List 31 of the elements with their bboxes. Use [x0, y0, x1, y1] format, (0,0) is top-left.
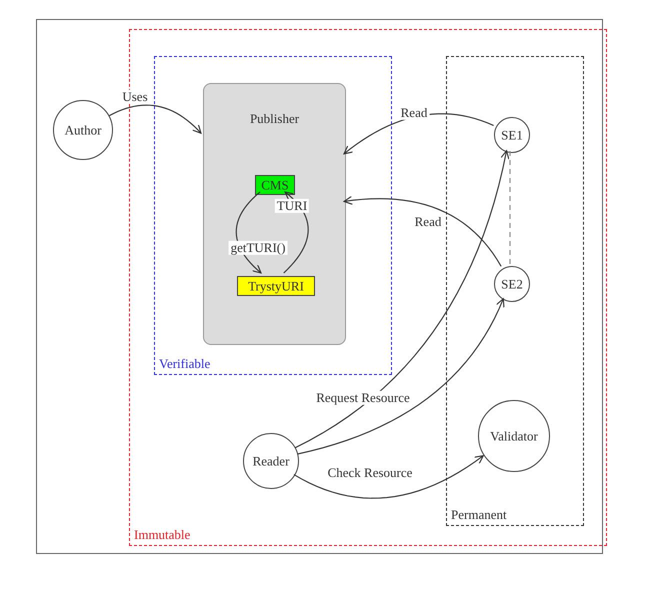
edge-label: getTURI() [228, 240, 288, 256]
process-box [237, 276, 315, 296]
region-label: Permanent [451, 508, 507, 521]
process-box [255, 175, 295, 195]
arrow [343, 196, 502, 267]
dashed-connector [509, 151, 511, 264]
region-label: Verifiable [159, 357, 210, 370]
storage-circle [494, 266, 530, 302]
region-label: Immutable [134, 528, 190, 541]
region-border [154, 56, 392, 375]
node-label: TrystyURI [248, 280, 304, 292]
arrow [294, 150, 510, 448]
edge-label: TURI [274, 198, 310, 214]
node-label: Publisher [250, 112, 300, 125]
arrow [297, 298, 504, 455]
region-border [446, 56, 584, 526]
storage-circle [494, 117, 530, 153]
publisher-panel [203, 83, 346, 345]
node-label: Validator [490, 430, 538, 442]
edge-label: Read [412, 214, 444, 230]
edge-label: Request Resource [314, 390, 412, 406]
arrow [294, 455, 484, 499]
node-label: CMS [261, 178, 289, 192]
node-label: Reader [252, 454, 290, 468]
edge-label: Uses [120, 90, 150, 104]
edge-label: Check Resource [326, 466, 414, 480]
node-label: SE2 [501, 278, 523, 290]
edge-label: Read [398, 106, 430, 120]
node-label: SE1 [501, 128, 523, 142]
node-label: Author [64, 124, 102, 136]
arrow [109, 104, 202, 134]
